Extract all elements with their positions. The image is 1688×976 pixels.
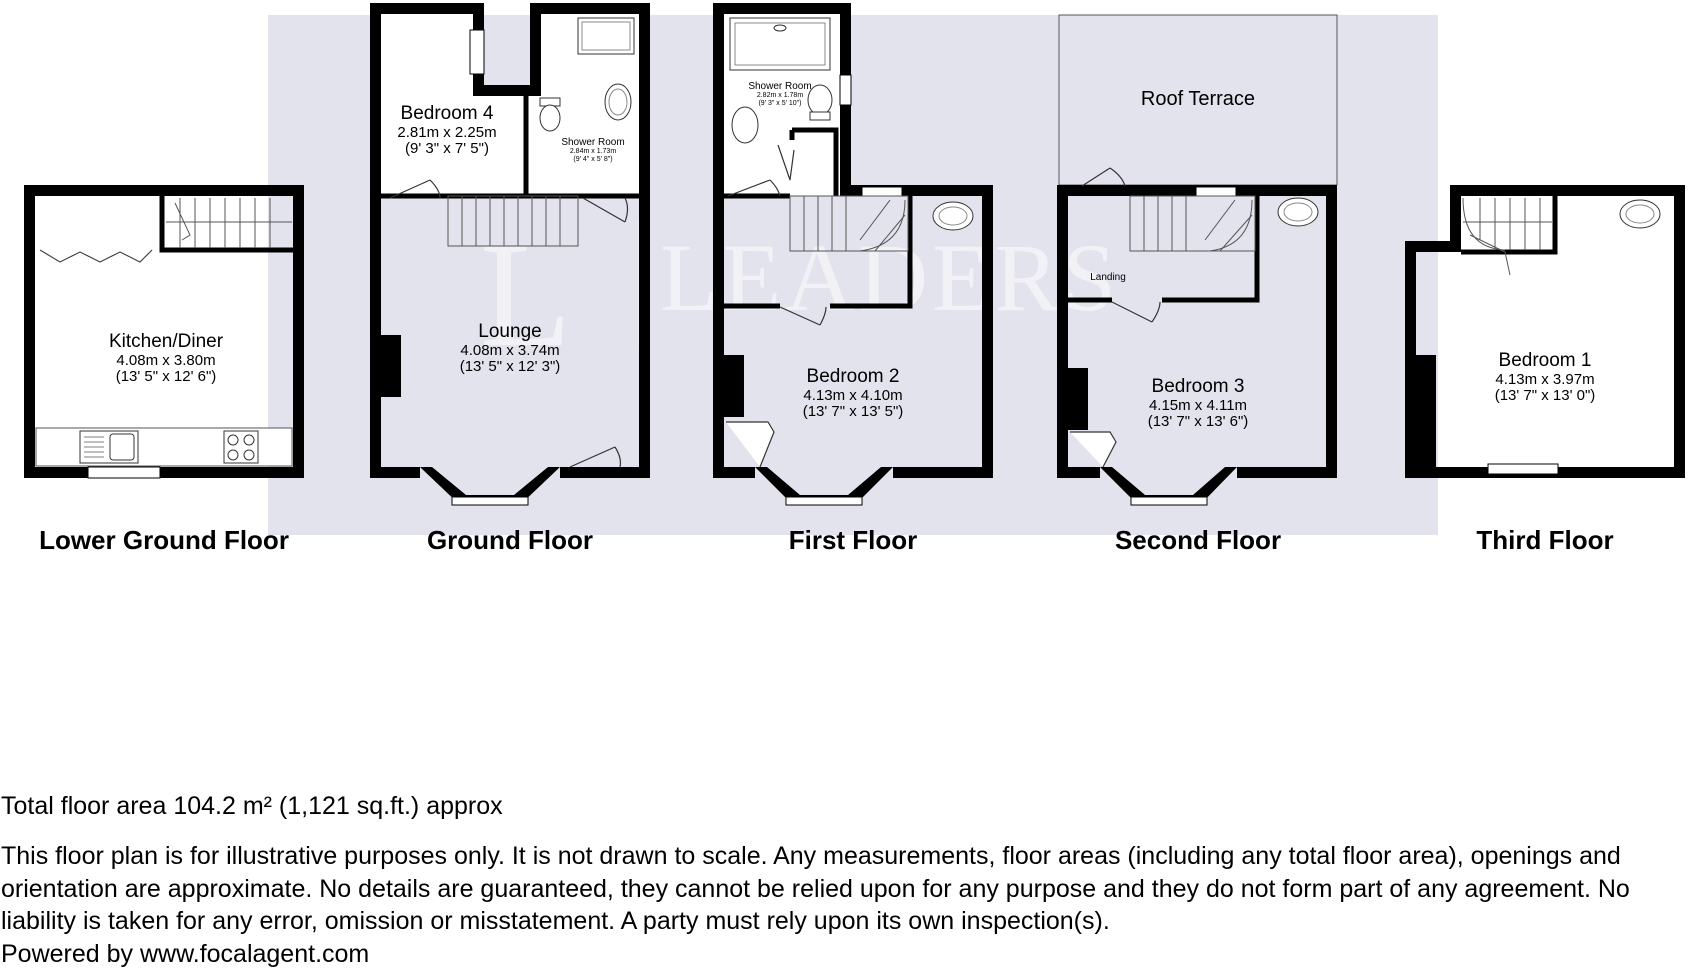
- room-label-bedroom2: Bedroom 2 4.13m x 4.10m (13' 7" x 13' 5"…: [753, 366, 953, 421]
- room-metric: 2.82m x 1.78m: [756, 92, 804, 99]
- leaders-watermark: L LEADERS: [480, 212, 1120, 378]
- room-name: Bedroom 2: [806, 366, 900, 387]
- room-metric: 4.08m x 3.74m: [460, 341, 560, 359]
- room-name: Kitchen/Diner: [108, 331, 224, 352]
- room-label-shower-first: Shower Room 2.82m x 1.78m (9' 3" x 5' 10…: [738, 81, 822, 107]
- room-label-bedroom3: Bedroom 3 4.15m x 4.11m (13' 7" x 13' 6"…: [1098, 376, 1298, 431]
- second-floor-plan: [1057, 14, 1338, 506]
- total-floor-area: Total floor area 104.2 m² (1,121 sq.ft.)…: [1, 792, 503, 820]
- lower-ground-floor-plan: [24, 185, 304, 479]
- room-metric: 2.81m x 2.25m: [397, 123, 497, 141]
- room-imperial: (13' 7" x 13' 5"): [802, 403, 904, 421]
- room-metric: 4.13m x 3.97m: [1495, 370, 1595, 388]
- room-name: Bedroom 3: [1151, 376, 1245, 397]
- room-label-landing: Landing: [1080, 272, 1136, 283]
- floor-title-second: Second Floor: [1114, 525, 1282, 555]
- room-imperial: (13' 7" x 13' 0"): [1494, 387, 1596, 405]
- svg-text:L: L: [480, 212, 572, 378]
- room-label-shower-ground: Shower Room 2.84m x 1.73m (9' 4" x 5' 8"…: [548, 137, 638, 163]
- room-imperial: (9' 3" x 7' 5"): [405, 140, 489, 158]
- third-floor-plan: [1405, 185, 1685, 478]
- room-label-lounge: Lounge 4.08m x 3.74m (13' 5" x 12' 3"): [410, 321, 610, 376]
- floor-title-ground: Ground Floor: [426, 525, 594, 555]
- room-metric: 4.13m x 4.10m: [803, 386, 903, 404]
- room-name: Shower Room: [748, 81, 812, 92]
- room-name: Landing: [1090, 272, 1126, 283]
- room-imperial: (9' 3" x 5' 10"): [758, 99, 802, 107]
- disclaimer-block: This floor plan is for illustrative purp…: [1, 840, 1687, 970]
- room-label-roof-terrace: Roof Terrace: [1098, 88, 1298, 110]
- room-imperial: (13' 7" x 13' 6"): [1147, 413, 1249, 431]
- floor-title-first: First Floor: [788, 525, 918, 555]
- room-name: Lounge: [478, 321, 542, 342]
- room-imperial: (9' 4" x 5' 8"): [573, 155, 613, 163]
- room-label-bedroom4: Bedroom 4 2.81m x 2.25m (9' 3" x 7' 5"): [375, 103, 519, 158]
- room-imperial: (13' 5" x 12' 3"): [459, 358, 561, 376]
- powered-by-link[interactable]: Powered by www.focalagent.com: [1, 939, 370, 968]
- room-name: Shower Room: [561, 137, 625, 148]
- floor-plan-drawing: L LEADERS: [24, 3, 1685, 535]
- ground-floor-plan: [370, 3, 650, 506]
- room-name: Roof Terrace: [1140, 88, 1256, 110]
- room-name: Bedroom 1: [1498, 350, 1592, 371]
- room-label-bedroom1: Bedroom 1 4.13m x 3.97m (13' 7" x 13' 0"…: [1445, 350, 1645, 405]
- watermark-text: LEADERS: [660, 224, 1120, 331]
- floor-title-lower-ground: Lower Ground Floor: [39, 525, 289, 555]
- room-name: Bedroom 4: [400, 103, 494, 124]
- room-imperial: (13' 5" x 12' 6"): [115, 368, 217, 386]
- first-floor-plan: [713, 3, 993, 506]
- room-label-kitchen: Kitchen/Diner 4.08m x 3.80m (13' 5" x 12…: [66, 331, 266, 386]
- floor-title-third: Third Floor: [1476, 525, 1614, 555]
- disclaimer-text: This floor plan is for illustrative purp…: [1, 842, 1630, 935]
- room-metric: 2.84m x 1.73m: [569, 148, 617, 155]
- room-metric: 4.08m x 3.80m: [116, 351, 216, 369]
- room-metric: 4.15m x 4.11m: [1148, 396, 1248, 414]
